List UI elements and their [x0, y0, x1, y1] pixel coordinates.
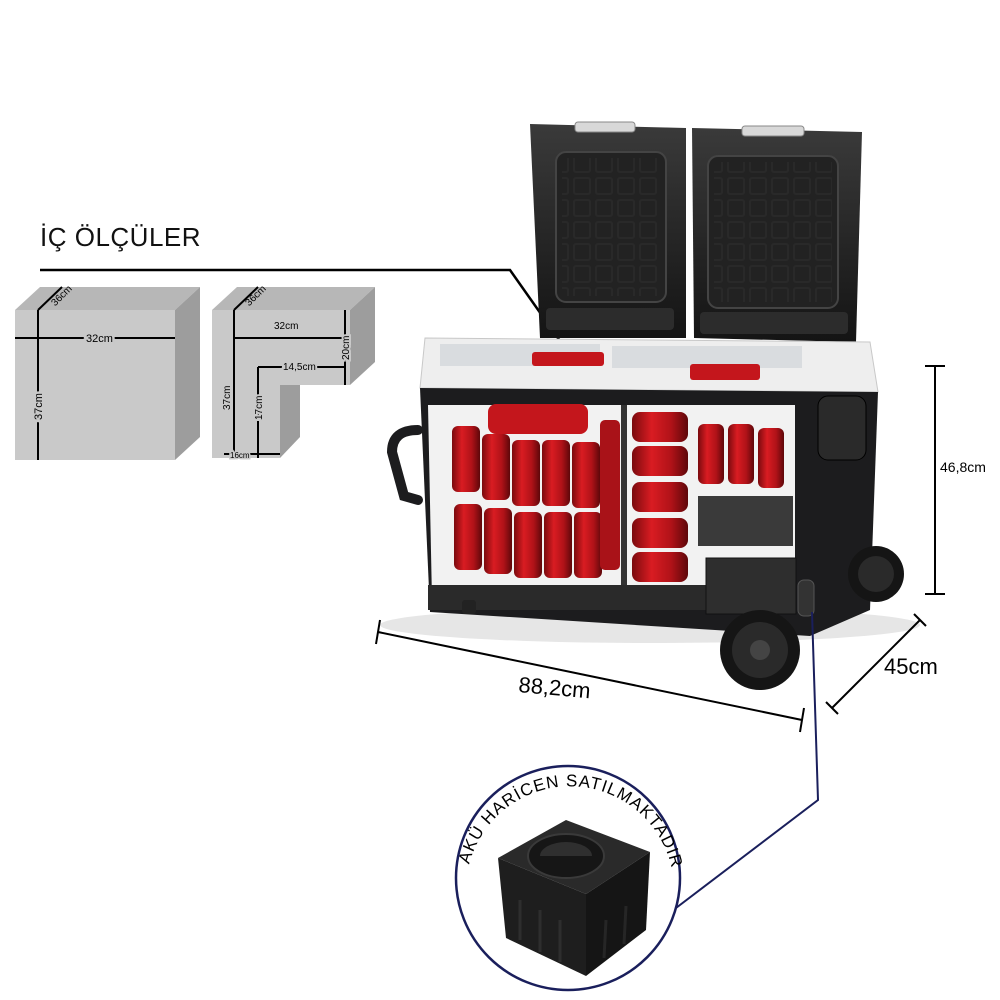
cooler-illustration — [380, 121, 920, 690]
left-width-label: 32cm — [86, 333, 113, 345]
right-lid — [692, 125, 862, 342]
right-width-label: 32cm — [274, 321, 298, 332]
height-dimension — [925, 365, 945, 595]
right-step-height-label: 17cm — [254, 396, 265, 420]
length-label: 88,2cm — [518, 672, 592, 703]
side-handle — [817, 395, 867, 461]
battery-slot — [797, 579, 815, 617]
battery-icon — [498, 820, 650, 976]
left-compartment-diagram — [15, 286, 200, 460]
right-box-step-side — [280, 385, 300, 458]
right-compartment-diagram — [212, 286, 375, 458]
left-box-side — [175, 287, 200, 460]
battery-callout-line — [675, 611, 820, 909]
right-compartment-cans — [632, 412, 793, 582]
right-height-label: 37cm — [222, 386, 233, 410]
right-bottom-width-label: 16cm — [230, 451, 250, 460]
front-wheel — [720, 610, 800, 690]
left-height-label: 37cm — [33, 393, 45, 420]
right-box-front — [212, 310, 350, 458]
compressor-vent — [705, 557, 797, 615]
depth-label: 45cm — [884, 654, 938, 679]
rear-wheel — [848, 546, 904, 602]
left-compartment-cans — [452, 404, 620, 578]
left-box-front — [15, 310, 175, 460]
page-title: İÇ ÖLÇÜLER — [40, 222, 202, 252]
right-top-height-label: 20cm — [341, 336, 352, 360]
length-dimension — [375, 619, 805, 733]
right-box-side-upper — [350, 287, 375, 385]
height-label: 46,8cm — [940, 459, 986, 475]
left-box-top — [15, 287, 200, 310]
right-step-width-label: 14,5cm — [283, 362, 316, 373]
left-lid — [530, 121, 686, 338]
depth-dimension — [825, 613, 927, 715]
tow-handle — [386, 425, 423, 505]
